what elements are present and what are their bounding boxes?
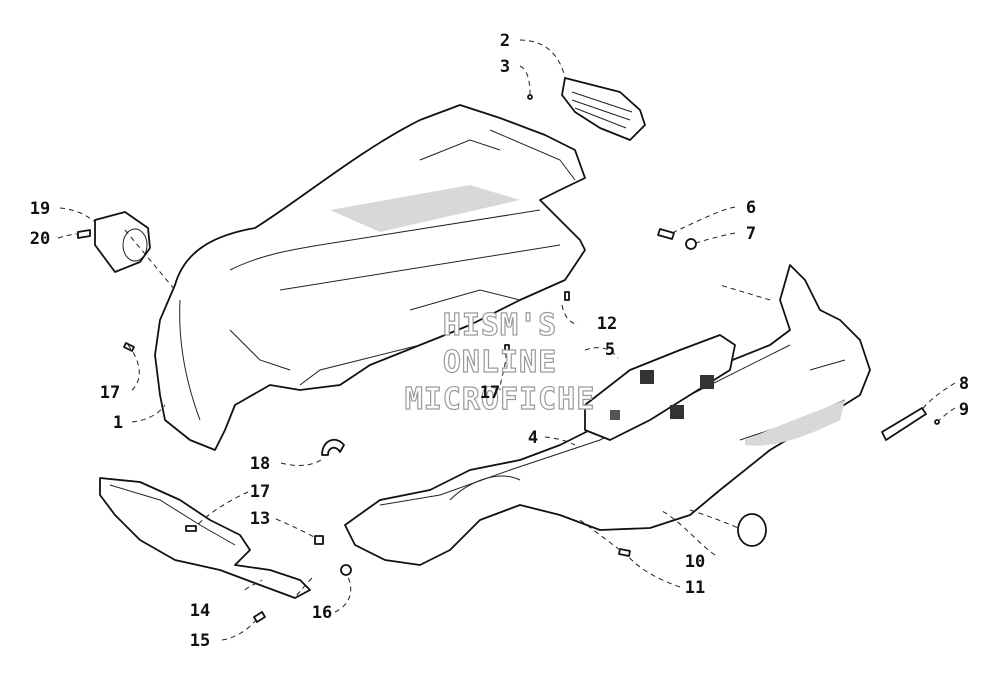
callout-15: 15 bbox=[190, 631, 210, 651]
insulation-pad-part-5 bbox=[584, 334, 736, 441]
callout-17-hood-center: 17 bbox=[480, 383, 500, 403]
callout-12: 12 bbox=[597, 314, 617, 334]
watermark-line-2: ONLINE bbox=[443, 345, 557, 380]
callout-4: 4 bbox=[528, 428, 538, 448]
callout-3: 3 bbox=[500, 57, 510, 77]
watermark-line-1: HISM'S bbox=[443, 308, 557, 343]
callout-5: 5 bbox=[605, 340, 615, 360]
callout-14: 14 bbox=[190, 601, 210, 621]
callout-16: 16 bbox=[312, 603, 332, 623]
callout-17-bumper: 17 bbox=[250, 482, 270, 502]
bumper-part-14 bbox=[99, 477, 311, 599]
watermark-line-3: MICROFICHE bbox=[405, 382, 596, 417]
callout-18: 18 bbox=[250, 454, 270, 474]
callout-1: 1 bbox=[113, 413, 123, 433]
callout-13: 13 bbox=[250, 509, 270, 529]
callout-2: 2 bbox=[500, 31, 510, 51]
clip-part-18 bbox=[321, 438, 345, 456]
callout-10: 10 bbox=[685, 552, 705, 572]
callout-6: 6 bbox=[746, 198, 756, 218]
belly-pan-part-4 bbox=[344, 264, 871, 566]
air-intake-part-19 bbox=[94, 211, 151, 273]
callout-17-hood-left: 17 bbox=[100, 383, 120, 403]
callout-11: 11 bbox=[685, 578, 705, 598]
grommet-part-16 bbox=[340, 564, 352, 576]
hardware-fasteners bbox=[77, 94, 940, 623]
watermark: HISM'S ONLINE MICROFICHE bbox=[404, 307, 596, 417]
vent-grille-part-2 bbox=[561, 77, 646, 141]
callout-7: 7 bbox=[746, 224, 756, 244]
callout-labels: 1 2 3 4 5 6 7 8 9 10 11 12 13 14 15 16 1… bbox=[30, 31, 969, 651]
callout-19: 19 bbox=[30, 199, 50, 219]
callout-8: 8 bbox=[959, 374, 969, 394]
hood-part-1 bbox=[154, 104, 586, 451]
cap-part-10 bbox=[737, 513, 767, 547]
reflector-part-8 bbox=[881, 407, 927, 441]
callout-20: 20 bbox=[30, 229, 50, 249]
callout-9: 9 bbox=[959, 400, 969, 420]
leader-lines bbox=[57, 39, 956, 641]
